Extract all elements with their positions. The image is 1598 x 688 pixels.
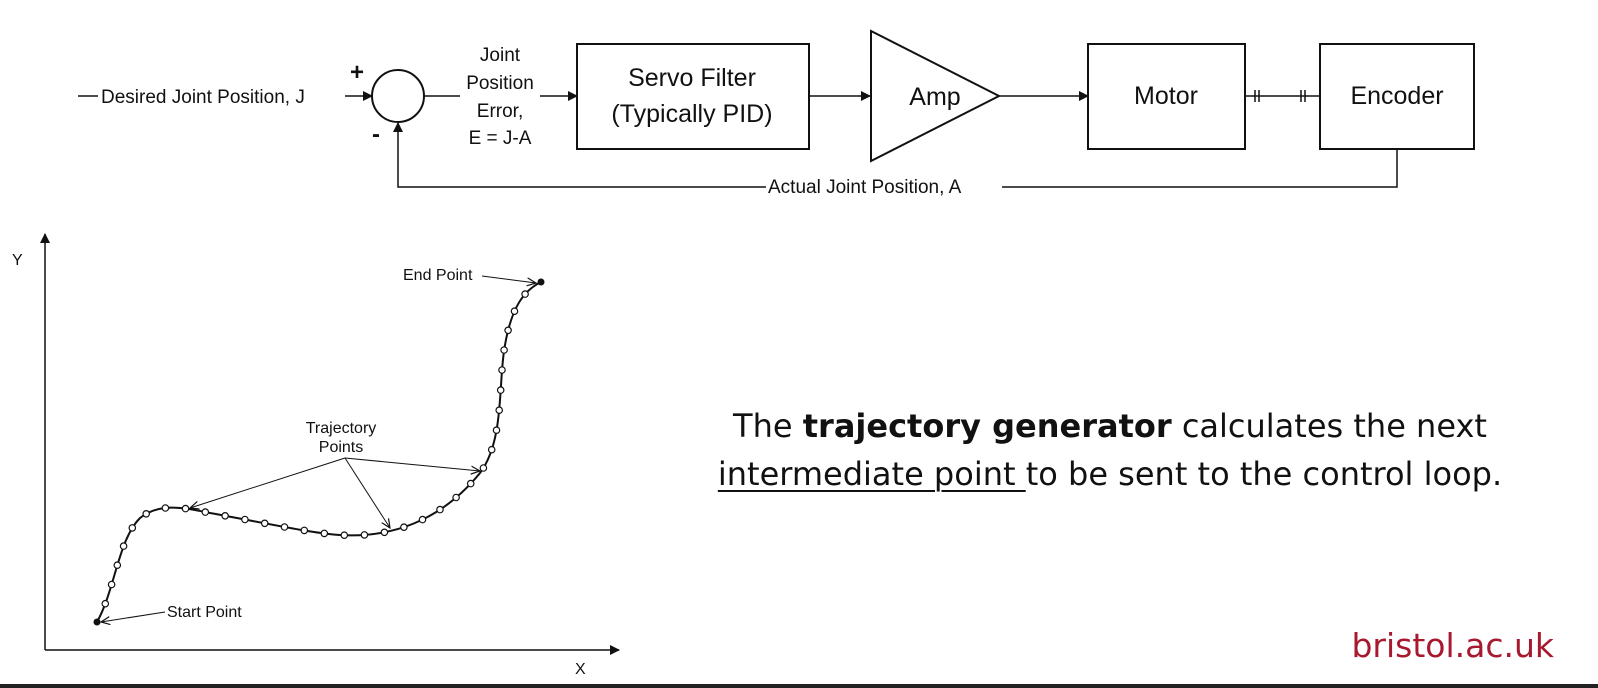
trajectory-point: [510, 307, 519, 316]
motor-label: Motor: [1134, 82, 1198, 110]
trajectory-point: [452, 493, 460, 502]
motor-block: [1087, 43, 1246, 150]
trajectory-arrow-middle: [344, 457, 390, 528]
error-label-line4: E = J-A: [469, 128, 532, 149]
summing-junction: [371, 69, 425, 123]
encoder-label: Encoder: [1350, 82, 1443, 110]
trajectory-point: [181, 504, 190, 513]
trajectory-point: [260, 519, 269, 528]
start-point-label: Start Point: [167, 604, 242, 621]
trajectory-point: [360, 531, 369, 539]
amp-block: [870, 29, 1002, 163]
trajectory-point: [500, 346, 508, 354]
trajectory-point: [418, 515, 427, 524]
end-point-label: End Point: [403, 267, 473, 284]
trajectory-point: [161, 504, 170, 512]
trajectory-point: [492, 426, 501, 435]
start-point-marker: [93, 618, 101, 626]
trajectory-point: [498, 366, 506, 374]
trajectory-label-line1: Trajectory: [306, 420, 377, 437]
error-label-line2: Position: [466, 73, 534, 94]
start-point-arrow: [101, 611, 166, 622]
trajectory-point: [436, 505, 444, 514]
trajectory-caption: The trajectory generator calculates the …: [700, 402, 1520, 498]
trajectory-point: [201, 508, 210, 516]
amp-label: Amp: [909, 83, 960, 111]
trajectory-curve: [96, 281, 542, 623]
trajectory-point: [320, 529, 329, 538]
trajectory-points: [101, 290, 529, 608]
end-point-marker: [537, 278, 545, 286]
trajectory-point: [280, 523, 289, 531]
minus-sign: -: [372, 121, 380, 148]
trajectory-point: [300, 526, 309, 535]
trajectory-arrow-left: [190, 457, 346, 508]
end-point-arrow: [481, 275, 536, 283]
error-label-line1: Joint: [480, 45, 521, 66]
trajectory-point: [221, 511, 229, 520]
plus-sign: +: [350, 59, 364, 86]
trajectory-label-line2: Points: [319, 439, 363, 456]
input-label: Desired Joint Position, J: [101, 87, 305, 108]
trajectory-point: [479, 464, 488, 472]
feedback-path: [393, 122, 1398, 188]
trajectory-point: [400, 523, 408, 532]
servo-filter-block: [576, 43, 810, 150]
caption-text-2: calculates the next: [1171, 407, 1487, 445]
caption-text-1: The: [733, 407, 803, 445]
caption-text-3: to be sent to the control loop.: [1025, 455, 1503, 493]
servo-filter-label-line2: (Typically PID): [611, 100, 772, 128]
y-axis-label: Y: [12, 252, 23, 269]
feedback-label: Actual Joint Position, A: [768, 177, 962, 198]
trajectory-point: [241, 515, 249, 524]
trajectory-point: [504, 326, 512, 335]
trajectory-point: [340, 531, 349, 540]
caption-bold-term: trajectory generator: [802, 407, 1172, 445]
trajectory-point: [521, 290, 529, 298]
bristol-site-link[interactable]: bristol.ac.uk: [1351, 626, 1554, 665]
caption-underlined-term: intermediate point: [717, 455, 1026, 493]
trajectory-point: [113, 561, 122, 570]
trajectory-point: [128, 524, 137, 532]
trajectory-point: [107, 580, 116, 589]
error-label-line3: Error,: [477, 101, 523, 122]
trajectory-point: [496, 386, 505, 394]
trajectory-point: [119, 542, 128, 550]
servo-filter-label-line1: Servo Filter: [628, 64, 756, 92]
trajectory-point: [495, 406, 504, 415]
trajectory-point: [466, 479, 475, 488]
trajectory-point: [380, 528, 389, 537]
trajectory-arrow-right: [344, 457, 480, 471]
trajectory-point: [142, 509, 151, 518]
x-axis-label: X: [575, 661, 586, 678]
bottom-divider: [0, 684, 1598, 688]
trajectory-point: [101, 599, 110, 608]
trajectory-point: [487, 445, 496, 454]
motor-encoder-coupling: [1245, 90, 1320, 102]
